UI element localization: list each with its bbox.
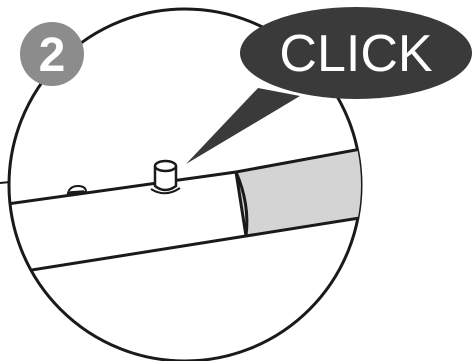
locking-hole-shadow [69,190,85,193]
step-badge-circle [20,22,84,86]
tube-assembly [9,145,361,277]
callout-body [240,7,472,99]
leader-line [0,181,11,184]
step-number: 2 [39,29,66,82]
tube-bottom-edge [9,234,247,277]
step-badge-icon: 2 [20,22,84,86]
callout-label: CLICK [279,25,432,83]
callout-bubble: CLICK [186,7,472,164]
sleeve-end-edge [234,171,249,237]
tube-top-edge [9,170,237,207]
push-button-pin-icon [150,159,181,195]
outer-sleeve [234,145,361,238]
callout-pointer [186,88,300,164]
